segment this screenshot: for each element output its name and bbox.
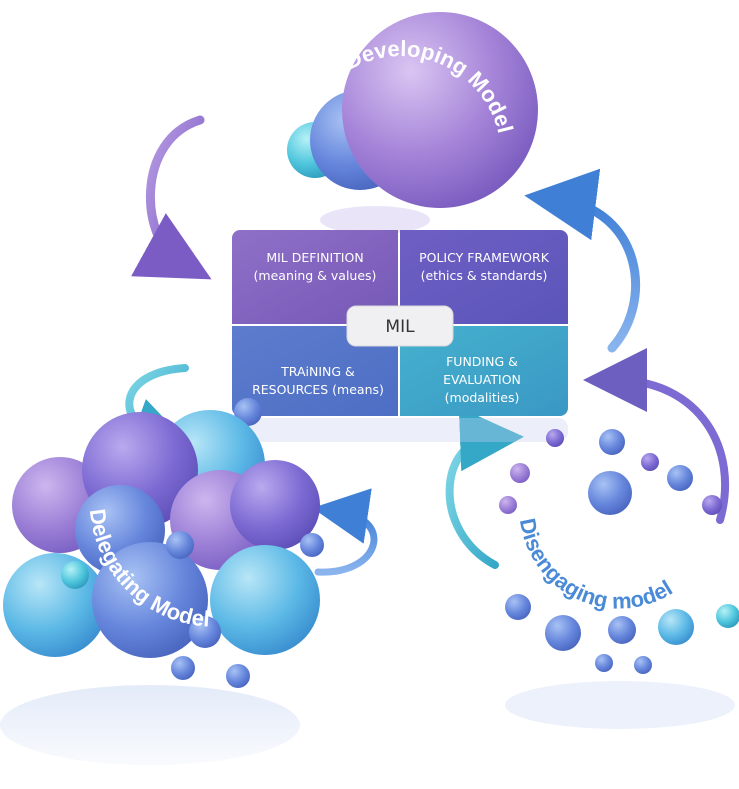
developing-model-cluster: Developing Model <box>287 12 538 234</box>
developing-bubble-large <box>342 12 538 208</box>
quadrant-top-right-title: POLICY FRAMEWORK <box>419 250 550 265</box>
delegating-model-cluster: Delegating Model <box>0 410 330 789</box>
quadrant-top-left-subtitle: (meaning & values) <box>254 268 377 283</box>
disengaging-reflection <box>505 681 735 729</box>
quadrant-bottom-left-title: TRAiNING & <box>280 364 355 379</box>
arrow-disengaging-loop <box>583 348 730 524</box>
disengaging-bubble-1 <box>546 429 564 447</box>
delegating-bubble-small-3 <box>300 533 324 557</box>
disengaging-bubble-13 <box>716 604 739 628</box>
delegating-bubble-small-6 <box>226 664 250 688</box>
quadrant-bottom-left <box>232 326 398 416</box>
quadrant-top-left <box>232 230 398 324</box>
arrow-disengaging-to-center <box>445 407 524 569</box>
quadrant-top-right-subtitle: (ethics & standards) <box>421 268 548 283</box>
delegating-bubble-small-2 <box>61 561 89 589</box>
delegating-bubble-7 <box>3 553 107 657</box>
quadrant-bottom-left-subtitle: RESOURCES (means) <box>252 382 384 397</box>
quadrant-top-left-title: MIL DEFINITION <box>266 250 363 265</box>
disengaging-model-label: Disengaging model <box>515 516 677 614</box>
disengaging-bubble-12 <box>658 609 694 645</box>
quadrant-bottom-right-title: FUNDING & <box>446 354 518 369</box>
quadrant-bottom-right <box>400 326 568 416</box>
mil-matrix: MIL DEFINITION (meaning & values) POLICY… <box>232 230 568 442</box>
quadrant-top-right <box>400 230 568 324</box>
disengaging-bubble-4 <box>510 463 530 483</box>
disengaging-bubble-5 <box>667 465 693 491</box>
delegating-bubble-8 <box>92 542 208 658</box>
developing-reflection <box>320 206 430 234</box>
disengaging-bubble-14 <box>595 654 613 672</box>
quadrant-bottom-right-subtitle: EVALUATION <box>443 372 521 387</box>
delegating-bubble-small-1 <box>166 531 194 559</box>
mil-center-badge <box>346 305 454 347</box>
disengaging-bubble-3 <box>641 453 659 471</box>
disengaging-bubble-11 <box>608 616 636 644</box>
delegating-bubble-small-5 <box>171 656 195 680</box>
disengaging-bubble-10 <box>545 615 581 651</box>
disengaging-bubble-8 <box>499 496 517 514</box>
arrow-disengaging-to-developing <box>524 168 641 353</box>
disengaging-bubble-7 <box>702 495 722 515</box>
mil-center-label: MIL <box>385 317 415 337</box>
disengaging-bubble-6 <box>588 471 632 515</box>
delegating-bubble-small-4 <box>189 616 221 648</box>
matrix-reflection <box>232 418 568 442</box>
disengaging-bubble-15 <box>634 656 652 674</box>
delegating-fade <box>0 690 330 789</box>
arrow-developing-to-center <box>131 115 212 280</box>
disengaging-model-cluster: Disengaging model <box>499 429 739 729</box>
matrix-corner-bubble <box>234 398 262 426</box>
delegating-bubble-5 <box>230 460 320 550</box>
delegating-bubble-9 <box>210 545 320 655</box>
disengaging-bubble-2 <box>599 429 625 455</box>
quadrant-bottom-right-note: (modalities) <box>445 390 520 405</box>
arrow-delegating-loop <box>312 488 378 576</box>
disengaging-bubble-9 <box>505 594 531 620</box>
